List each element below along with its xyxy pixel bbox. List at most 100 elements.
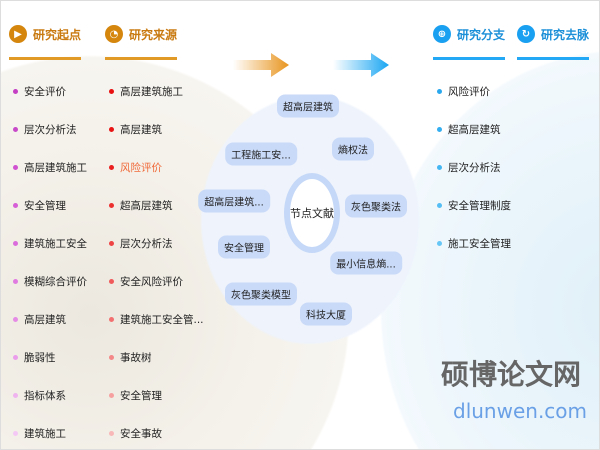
bullet-dot	[13, 127, 18, 132]
list-item-label: 安全管理	[120, 390, 162, 402]
list-item-label: 超高层建筑	[120, 200, 173, 212]
bullet-dot	[437, 241, 442, 246]
list-item[interactable]: 安全事故	[109, 426, 162, 441]
list-item[interactable]: 高层建筑	[109, 122, 162, 137]
related-node[interactable]: 科技大厦	[300, 302, 352, 326]
list-item-label: 高层建筑施工	[120, 86, 183, 98]
list-item-label: 建筑施工安全	[24, 238, 87, 250]
list-item-label: 层次分析法	[24, 124, 77, 136]
orange-arrow-icon	[233, 53, 289, 77]
list-item-label: 高层建筑	[24, 314, 66, 326]
list-item-label: 风险评价	[120, 162, 162, 174]
blue-arrow-icon	[333, 53, 389, 77]
list-item[interactable]: 超高层建筑	[109, 198, 173, 213]
list-item[interactable]: 安全管理	[13, 198, 66, 213]
list-item[interactable]: 风险评价	[109, 160, 162, 175]
plus-icon: ⊕	[433, 25, 451, 43]
header-underline	[517, 57, 589, 60]
list-item[interactable]: 建筑施工	[13, 426, 66, 441]
list-item-label: 脆弱性	[24, 352, 56, 364]
list-item[interactable]: 超高层建筑	[437, 122, 501, 137]
bullet-dot	[13, 241, 18, 246]
bullet-dot	[13, 89, 18, 94]
bullet-dot	[437, 89, 442, 94]
related-node[interactable]: 最小信息熵...	[330, 251, 402, 275]
bullet-dot	[13, 279, 18, 284]
list-item[interactable]: 层次分析法	[109, 236, 173, 251]
list-item[interactable]: 脆弱性	[13, 350, 56, 365]
list-item-label: 建筑施工安全管...	[120, 314, 204, 326]
bullet-dot	[437, 165, 442, 170]
list-item[interactable]: 事故树	[109, 350, 152, 365]
list-item-label: 层次分析法	[448, 162, 501, 174]
list-item-label: 事故树	[120, 352, 152, 364]
list-item[interactable]: 高层建筑施工	[109, 84, 183, 99]
list-item[interactable]: 建筑施工安全	[13, 236, 87, 251]
list-item[interactable]: 层次分析法	[13, 122, 77, 137]
list-item-label: 安全管理制度	[448, 200, 511, 212]
header-label: 研究分支	[457, 27, 506, 42]
header-label: 研究起点	[33, 27, 82, 42]
related-node[interactable]: 安全管理	[218, 235, 270, 259]
bullet-dot	[109, 89, 114, 94]
list-item-label: 高层建筑施工	[24, 162, 87, 174]
related-node[interactable]: 工程施工安...	[225, 142, 297, 166]
list-item[interactable]: 安全管理制度	[437, 198, 511, 213]
header-underline	[433, 57, 505, 60]
bullet-dot	[109, 165, 114, 170]
list-item[interactable]: 安全评价	[13, 84, 66, 99]
bullet-dot	[109, 431, 114, 436]
list-item-label: 指标体系	[24, 390, 66, 402]
bullet-dot	[109, 127, 114, 132]
header-research-start: ▶ 研究起点	[9, 25, 81, 43]
list-item-label: 安全事故	[120, 428, 162, 440]
list-item-label: 模糊综合评价	[24, 276, 87, 288]
bullet-dot	[109, 203, 114, 208]
center-node[interactable]: 节点文献	[284, 173, 340, 253]
related-node[interactable]: 灰色聚类法	[345, 194, 407, 218]
list-item[interactable]: 建筑施工安全管...	[109, 312, 204, 327]
bullet-dot	[109, 241, 114, 246]
list-item[interactable]: 施工安全管理	[437, 236, 511, 251]
header-label: 研究去脉	[541, 27, 590, 42]
list-item[interactable]: 高层建筑施工	[13, 160, 87, 175]
list-item[interactable]: 模糊综合评价	[13, 274, 87, 289]
play-icon: ▶	[9, 25, 27, 43]
bullet-dot	[437, 203, 442, 208]
bullet-dot	[13, 317, 18, 322]
bullet-dot	[13, 431, 18, 436]
list-item[interactable]: 层次分析法	[437, 160, 501, 175]
list-item-label: 安全评价	[24, 86, 66, 98]
bullet-dot	[13, 165, 18, 170]
related-node[interactable]: 超高层建筑...	[198, 189, 270, 213]
bullet-dot	[109, 279, 114, 284]
header-research-branch: ⊕ 研究分支	[433, 25, 505, 43]
list-item[interactable]: 高层建筑	[13, 312, 66, 327]
header-research-source: ◔研究来源	[105, 25, 177, 43]
related-node[interactable]: 熵权法	[332, 137, 374, 161]
list-item[interactable]: 安全风险评价	[109, 274, 183, 289]
header-underline	[105, 57, 177, 60]
watermark-logo: 硕博论文网	[441, 358, 582, 391]
list-item[interactable]: 安全管理	[109, 388, 162, 403]
bullet-dot	[13, 393, 18, 398]
bullet-dot	[437, 127, 442, 132]
bullet-dot	[13, 203, 18, 208]
list-item-label: 层次分析法	[120, 238, 173, 250]
list-item-label: 高层建筑	[120, 124, 162, 136]
related-node[interactable]: 灰色聚类模型	[225, 282, 297, 306]
refresh-icon: ↻	[517, 25, 535, 43]
list-item[interactable]: 指标体系	[13, 388, 66, 403]
list-item-label: 施工安全管理	[448, 238, 511, 250]
header-underline	[9, 57, 81, 60]
watermark-url: dlunwen.com	[453, 399, 588, 423]
list-item-label: 建筑施工	[24, 428, 66, 440]
bullet-dot	[109, 393, 114, 398]
list-item[interactable]: 风险评价	[437, 84, 490, 99]
related-node[interactable]: 超高层建筑	[277, 94, 339, 118]
clock-icon: ◔	[105, 25, 123, 43]
list-item-label: 风险评价	[448, 86, 490, 98]
center-node-label: 节点文献	[290, 207, 334, 220]
bullet-dot	[13, 355, 18, 360]
list-item-label: 安全管理	[24, 200, 66, 212]
